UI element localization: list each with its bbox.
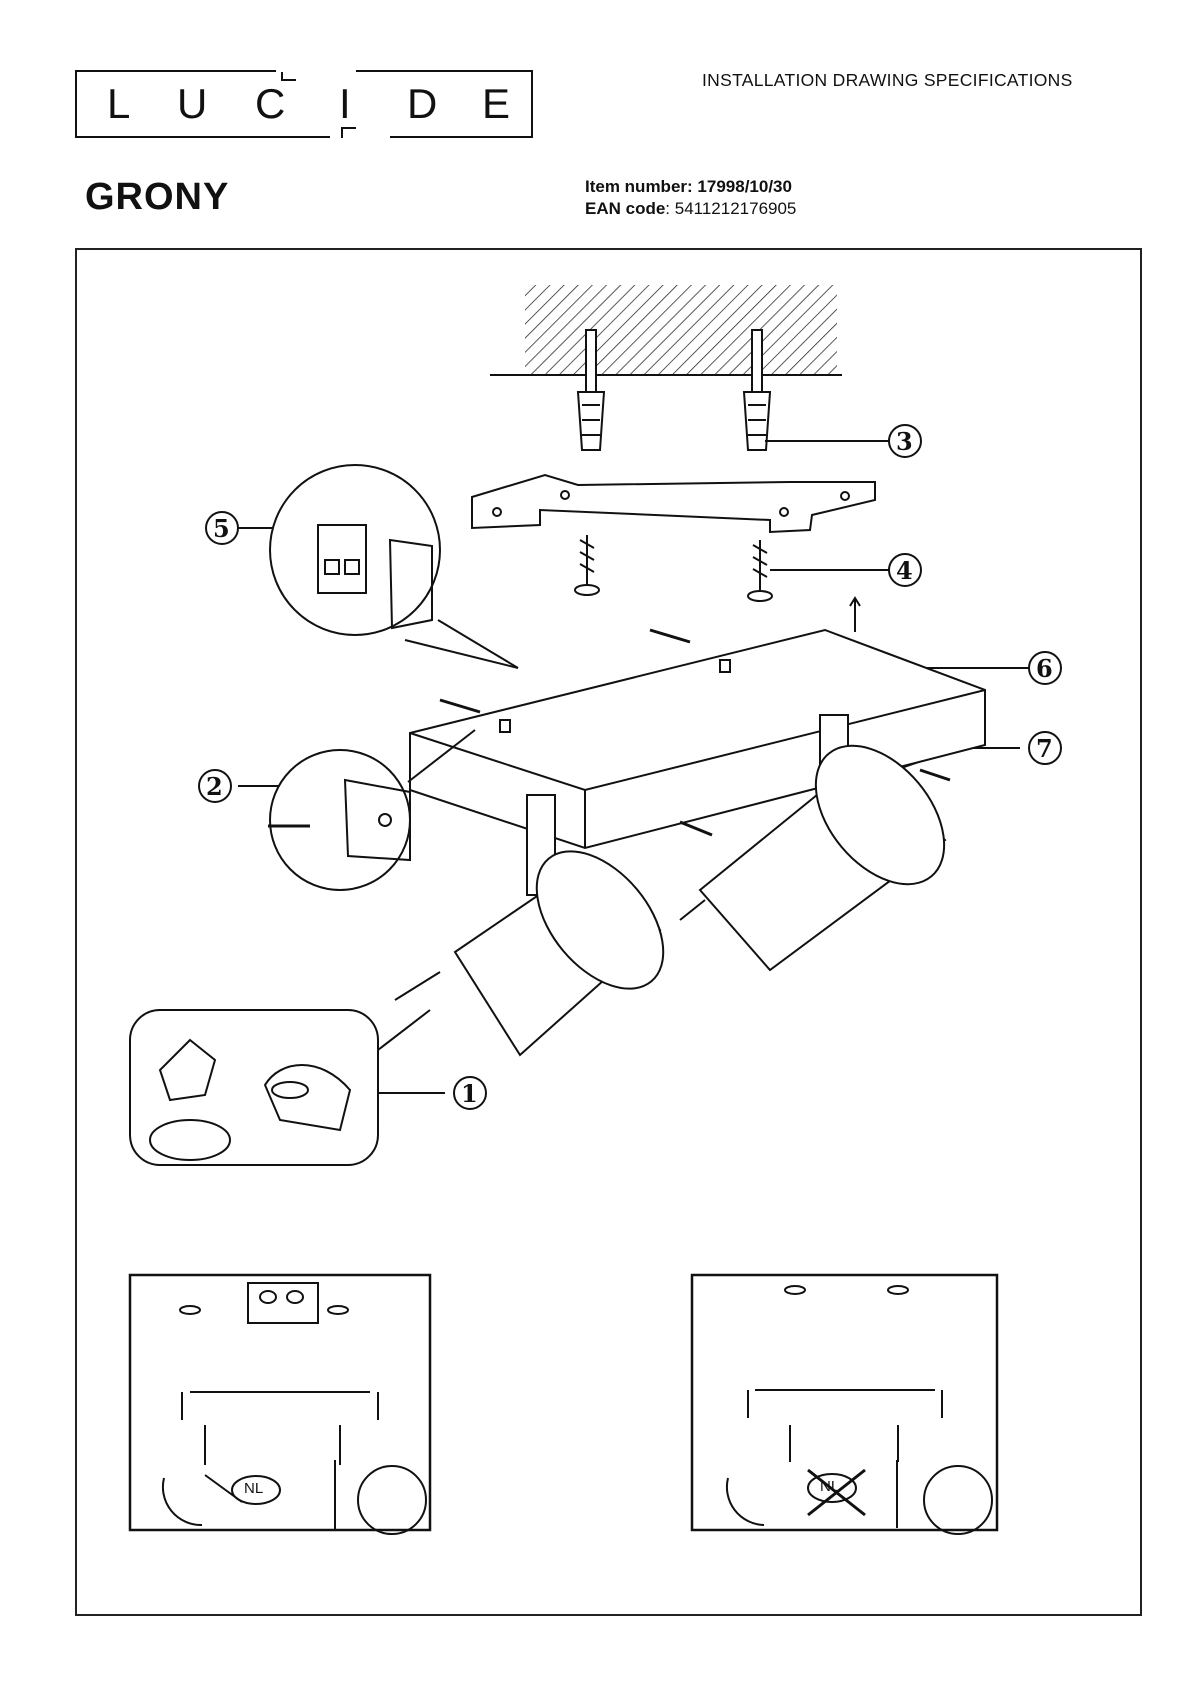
logo-letter: D [407,80,438,127]
logo-letter: C [255,80,286,127]
spotlight-right [679,714,947,972]
logo-bracket-marks [276,66,390,142]
callout-markers [198,424,1062,1110]
panel-alternative-mount [690,1273,999,1532]
screw-right [747,540,773,602]
logo-letter: I [339,80,351,127]
callout-7: 7 [1036,734,1053,763]
callout-2: 2 [206,772,223,801]
spotlight-base [409,628,986,850]
logo-letter: E [482,80,511,127]
document-type: INSTALLATION DRAWING SPECIFICATIONS [702,70,1073,90]
lucide-logo: L U C I D E [75,70,533,138]
nl-badge-right: NL [820,1478,840,1495]
wall-plug-right [742,329,772,451]
ean-label: EAN code [585,199,666,218]
spotlight-left [394,794,665,1057]
callout-3: 3 [896,427,913,456]
logo-letter: U [177,80,208,127]
callout-4: 4 [896,556,913,585]
inset-terminal-block [269,464,441,636]
product-meta: Item number: 17998/10/30 EAN code: 54112… [585,176,796,220]
product-name: GRONY [85,176,230,218]
inset-lamp-replacement [129,1009,379,1166]
logo-letter: L [107,80,131,127]
mounting-bracket [471,473,876,534]
callout-5: 5 [213,514,230,543]
nl-badge-left: NL [244,1480,264,1497]
screw-left [574,535,600,596]
callout-1: 1 [461,1079,478,1108]
ceiling-hatch [525,285,837,375]
installation-drawing-frame [75,248,1142,1616]
ean-value: : 5411212176905 [665,199,797,218]
callout-6: 6 [1036,654,1053,683]
item-number-value: 17998/10/30 [697,177,792,196]
item-number-label: Item number: [585,177,693,196]
inset-side-screw [269,749,411,891]
wall-plug-left [576,329,606,451]
